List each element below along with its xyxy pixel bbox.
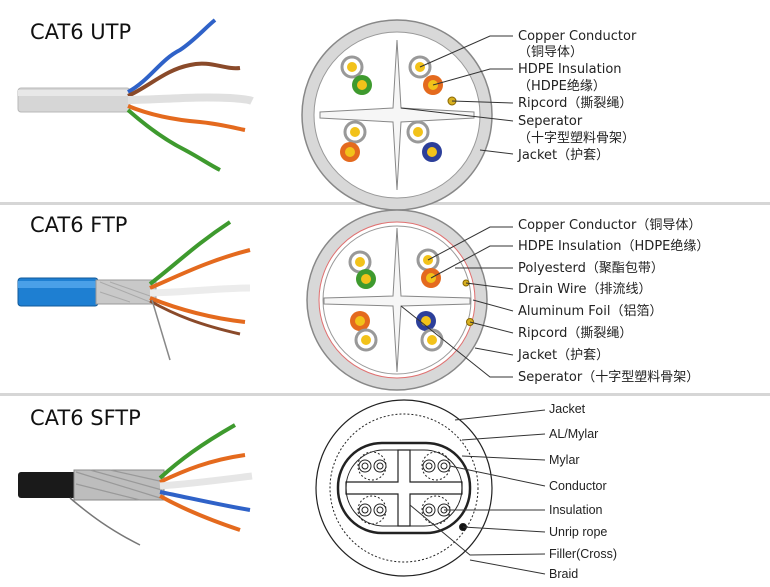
sftp-label-conductor: Conductor bbox=[549, 479, 607, 493]
sftp-pair-bottom-left bbox=[357, 495, 387, 525]
sftp-leaders bbox=[409, 409, 546, 575]
utp-label-conductor-cn: （铜导体） bbox=[518, 45, 583, 60]
sftp-label-mylar: Mylar bbox=[549, 453, 580, 467]
utp-leaders bbox=[400, 35, 514, 155]
utp-label-conductor: Copper Conductor bbox=[518, 29, 637, 44]
utp-label-insulation-cn: （HDPE绝缘） bbox=[518, 78, 606, 94]
sftp-pair-top-left bbox=[357, 451, 387, 481]
utp-label-separator: Seperator bbox=[518, 114, 583, 129]
ftp-pair-bottom-left bbox=[350, 311, 378, 352]
ftp-label-drain-wire: Drain Wire（排流线） bbox=[518, 282, 652, 297]
ftp-leaders bbox=[400, 226, 514, 378]
utp-pair-top-left bbox=[340, 55, 372, 95]
sftp-jacket bbox=[315, 399, 493, 577]
sftp-label-al-mylar: AL/Mylar bbox=[549, 427, 598, 441]
ftp-label-jacket: Jacket（护套） bbox=[517, 347, 609, 363]
sftp-pair-top-right bbox=[421, 451, 451, 481]
utp-cable-photo bbox=[17, 18, 254, 172]
sftp-label-insulation: Insulation bbox=[549, 503, 603, 517]
utp-label-ripcord: Ripcord（撕裂绳） bbox=[518, 96, 632, 111]
ftp-title: CAT6 FTP bbox=[30, 213, 128, 237]
sftp-braid bbox=[329, 413, 479, 563]
utp-label-jacket: Jacket（护套） bbox=[517, 147, 609, 163]
sftp-label-braid: Braid bbox=[549, 567, 578, 581]
ftp-label-separator: Seperator（十字型塑料骨架） bbox=[518, 370, 699, 385]
utp-pair-bottom-left bbox=[340, 120, 367, 162]
utp-pair-bottom-right bbox=[406, 120, 442, 162]
sftp-cable-photo bbox=[18, 423, 253, 546]
ftp-label-ripcord: Ripcord（撕裂绳） bbox=[518, 326, 632, 341]
ftp-label-conductor: Copper Conductor（铜导体） bbox=[518, 218, 701, 233]
utp-label-separator-cn: （十字型塑料骨架） bbox=[518, 131, 635, 146]
sftp-title: CAT6 SFTP bbox=[30, 406, 141, 430]
ftp-pair-top-left bbox=[348, 250, 376, 289]
sftp-label-jacket: Jacket bbox=[549, 402, 586, 416]
ftp-cable-photo bbox=[17, 220, 251, 361]
ftp-label-foil: Aluminum Foil（铝箔） bbox=[518, 303, 663, 319]
sftp-label-filler: Filler(Cross) bbox=[549, 547, 617, 561]
sftp-mylar bbox=[336, 441, 472, 535]
ftp-separator bbox=[323, 227, 471, 373]
sftp-label-unrip-rope: Unrip rope bbox=[549, 525, 607, 539]
ftp-label-insulation: HDPE Insulation（HDPE绝缘） bbox=[518, 238, 709, 254]
ftp-label-polyester: Polyesterd（聚酯包带） bbox=[518, 261, 664, 276]
utp-separator bbox=[319, 39, 475, 191]
utp-label-insulation: HDPE Insulation bbox=[518, 62, 622, 77]
ftp-cross-section bbox=[306, 209, 488, 391]
utp-title: CAT6 UTP bbox=[30, 20, 132, 44]
sftp-cross-section bbox=[315, 399, 493, 577]
sftp-filler-cross bbox=[345, 449, 463, 527]
divider-ftp-sftp bbox=[0, 393, 770, 396]
